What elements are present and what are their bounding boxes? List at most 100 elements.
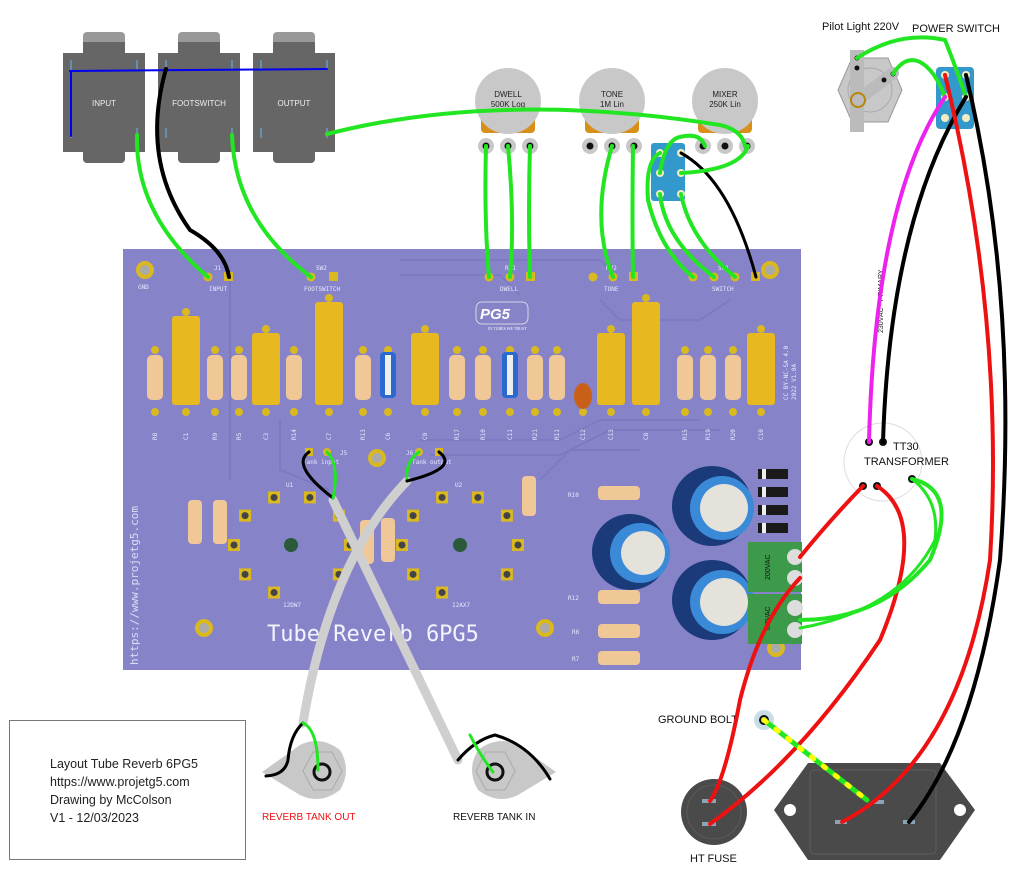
socket-pin bbox=[500, 568, 513, 581]
component-label-c11: C11 bbox=[507, 429, 514, 440]
component-label-c9: C9 bbox=[422, 432, 429, 440]
sw2-label: SW2 bbox=[316, 265, 327, 272]
output-wire bbox=[325, 107, 747, 148]
component-label-c1: C1 bbox=[183, 432, 190, 440]
component-label-r5: R5 bbox=[236, 432, 243, 440]
tank-out-signal-wire bbox=[405, 450, 421, 483]
component-c6 bbox=[380, 346, 396, 416]
jack-input: INPUT bbox=[63, 32, 145, 163]
ht-fuse-label: HT FUSE bbox=[690, 853, 737, 865]
switch-wire-1 bbox=[645, 151, 695, 279]
dwell-pcb-label: DWELL bbox=[500, 286, 518, 293]
u2-label: U2 bbox=[455, 482, 463, 489]
socket-pin bbox=[268, 491, 281, 504]
63vac-label: 6.3VAC bbox=[765, 606, 772, 630]
tank-in-cable bbox=[328, 495, 463, 765]
gnd-label: GND bbox=[138, 284, 149, 291]
socket-pin bbox=[407, 509, 420, 522]
pot-value: 1M Lin bbox=[600, 100, 624, 109]
component-c1 bbox=[172, 308, 200, 416]
component-r11 bbox=[549, 346, 565, 416]
footswitch-pcb-label: FOOTSWITCH bbox=[304, 286, 341, 293]
tank-in-ground-wire bbox=[301, 450, 335, 500]
jack-label: OUTPUT bbox=[278, 99, 311, 108]
tank-input-label: Tank input bbox=[303, 459, 340, 466]
mains-neutral-wire bbox=[907, 73, 1008, 824]
component-label-r17: R17 bbox=[454, 429, 461, 440]
component-label-c12: C12 bbox=[580, 429, 587, 440]
ht-fuse-wire-2 bbox=[708, 576, 802, 803]
component-r15 bbox=[677, 346, 693, 416]
transformer-model-label: TT30 bbox=[893, 441, 919, 453]
component-label-c13: C13 bbox=[608, 429, 615, 440]
reverb-in-ground-wire bbox=[456, 733, 552, 781]
component-r20 bbox=[725, 346, 741, 416]
pot-name: TONE bbox=[601, 90, 623, 99]
tone-wire-2 bbox=[630, 144, 635, 279]
component-label-c6: C6 bbox=[385, 432, 392, 440]
socket-pin bbox=[303, 491, 316, 504]
component-r5 bbox=[231, 346, 247, 416]
pcb-title: Tube Reverb 6PG5 bbox=[267, 622, 479, 647]
component-label-c10: C10 bbox=[758, 429, 765, 440]
info-box: Layout Tube Reverb 6PG5 https://www.proj… bbox=[9, 720, 246, 860]
jacks: INPUT FOOTSWITCH OUTPUT bbox=[63, 32, 335, 163]
pilot-light bbox=[837, 50, 903, 132]
reverb-out-signal-wire bbox=[301, 721, 320, 772]
input-signal-wire bbox=[134, 133, 210, 279]
component-r14 bbox=[286, 346, 302, 416]
pilot-wire-1 bbox=[855, 35, 968, 99]
heater-wire-2 bbox=[798, 477, 938, 630]
reverb-out-ground-wire bbox=[264, 721, 305, 778]
pg5-logo: PG5 IN TUBES WE TRUST bbox=[475, 301, 529, 331]
reverb-tank-out-jack bbox=[262, 741, 346, 799]
switch-ground-wire bbox=[679, 151, 758, 279]
component-r9 bbox=[207, 346, 223, 416]
component-r8 bbox=[147, 346, 163, 416]
component-c12 bbox=[574, 383, 592, 416]
component-label-r19: R19 bbox=[705, 429, 712, 440]
tone-pcb-label: TONE bbox=[604, 286, 619, 293]
pot-name: MIXER bbox=[712, 90, 738, 99]
component-c13 bbox=[597, 325, 625, 416]
info-title: Layout Tube Reverb 6PG5 bbox=[50, 757, 199, 771]
switch-pcb-label: SWITCH bbox=[712, 286, 734, 293]
dwell-wire-2 bbox=[506, 144, 515, 279]
j1-label: J1 bbox=[214, 265, 222, 272]
reverb-tank-out-label: REVERB TANK OUT bbox=[262, 812, 356, 823]
iec-power-inlet bbox=[774, 763, 975, 860]
component-c3 bbox=[252, 325, 280, 416]
j6-label: J6 bbox=[406, 450, 414, 457]
component-c11 bbox=[502, 346, 518, 416]
pot-value: 500K Log bbox=[491, 100, 525, 109]
component-row bbox=[147, 294, 775, 416]
switch-wire-3 bbox=[679, 192, 737, 279]
pcb-traces bbox=[229, 259, 731, 491]
j5-label: J5 bbox=[340, 450, 348, 457]
jack-label: FOOTSWITCH bbox=[172, 99, 226, 108]
tube1-cap bbox=[284, 538, 298, 552]
tank-output-label: Tank output bbox=[412, 459, 452, 466]
component-r13 bbox=[355, 346, 371, 416]
tube2-label: 12AX7 bbox=[452, 602, 470, 609]
socket-pin bbox=[239, 568, 252, 581]
tank-out-cable bbox=[298, 476, 412, 728]
r6-label: R6 bbox=[572, 629, 580, 636]
ht-fuse bbox=[681, 779, 747, 845]
switch-mixer-wire-1 bbox=[658, 133, 707, 175]
component-c8 bbox=[632, 294, 660, 416]
tube1-label: 12DW7 bbox=[283, 602, 301, 609]
tone-wire-1 bbox=[599, 144, 615, 279]
component-r19 bbox=[700, 346, 716, 416]
socket-pin bbox=[407, 568, 420, 581]
dwell-wire-3 bbox=[527, 144, 532, 279]
pilot-wire-2 bbox=[891, 58, 947, 99]
pot-name: DWELL bbox=[494, 90, 522, 99]
filter-capacitors bbox=[592, 466, 754, 640]
mains-live-wire bbox=[840, 73, 995, 824]
reverb-in-signal-wire bbox=[468, 733, 495, 774]
version-text: 2022 V1.0A bbox=[791, 363, 798, 400]
power-switch-label: POWER SWITCH bbox=[912, 23, 1000, 35]
socket-pin bbox=[268, 586, 281, 599]
